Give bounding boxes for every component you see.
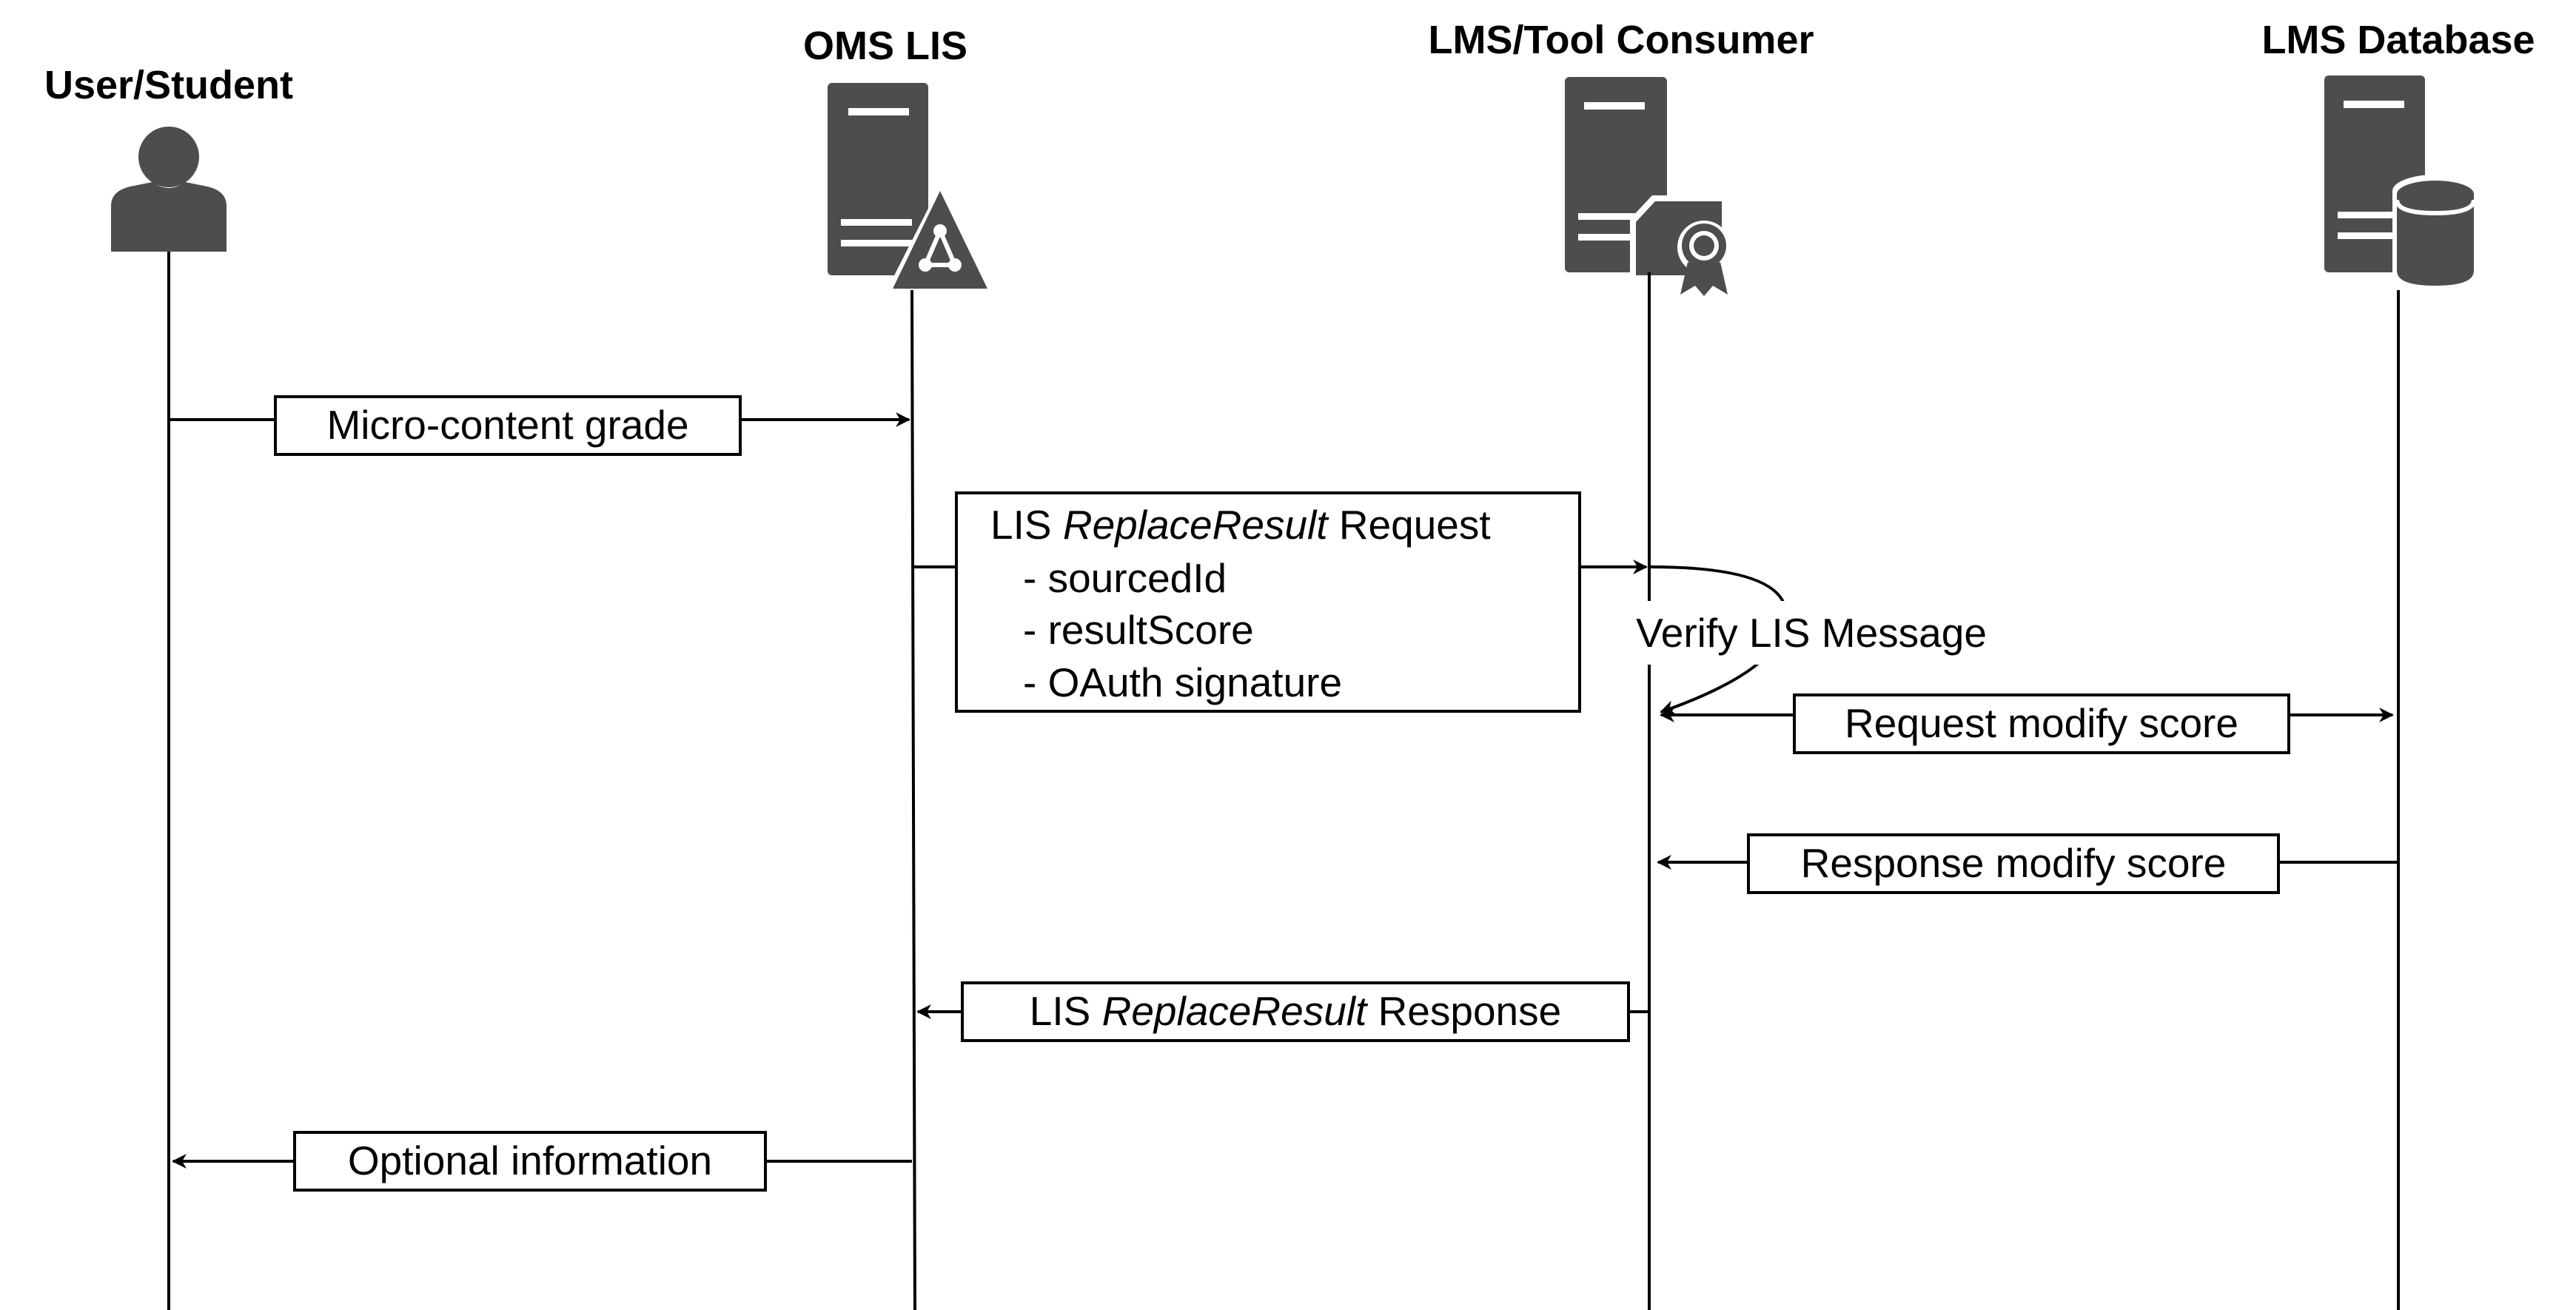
param-result-score: - resultScore <box>1023 607 1254 653</box>
label-bg-verify <box>1620 601 2003 665</box>
param-oauth-signature: - OAuth signature <box>1023 659 1342 705</box>
label-verify-lis-message: Verify LIS Message <box>1636 610 1987 656</box>
actor-title-lms: LMS/Tool Consumer <box>1429 18 1814 62</box>
label-response-suffix: Response <box>1366 988 1561 1034</box>
server-network-icon <box>828 83 993 290</box>
label-box-replace-result-response <box>961 981 1630 1042</box>
server-database-icon <box>2324 75 2478 290</box>
user-icon <box>111 127 227 252</box>
label-box-micro-content-grade <box>274 395 742 456</box>
label-replace-result-response: LIS ReplaceResult Response <box>1030 988 1562 1034</box>
label-response-modify-score: Response modify score <box>1801 840 2227 886</box>
label-request-suffix: Request <box>1328 502 1491 548</box>
label-replace-result-request: LIS ReplaceResult Request <box>990 502 1491 548</box>
server-certificate-icon <box>1565 77 1731 296</box>
actor-title-oms: OMS LIS <box>803 24 967 68</box>
label-request-prefix: LIS <box>990 502 1063 548</box>
lifeline-oms <box>910 289 916 1310</box>
label-micro-content-grade: Micro-content grade <box>326 402 688 448</box>
param-sourced-id: - sourcedId <box>1023 555 1227 601</box>
label-box-response-modify-score <box>1747 833 2280 894</box>
label-request-modify-score: Request modify score <box>1845 700 2238 746</box>
label-box-request-modify-score <box>1793 693 2290 754</box>
label-box-replace-result-request <box>955 491 1581 713</box>
label-response-prefix: LIS <box>1030 988 1102 1034</box>
label-response-italic: ReplaceResult <box>1102 988 1369 1034</box>
label-box-optional-information <box>293 1131 767 1192</box>
actor-title-db: LMS Database <box>2261 18 2535 62</box>
actor-title-user: User/Student <box>44 63 293 107</box>
label-request-italic: ReplaceResult <box>1063 502 1329 548</box>
label-optional-information: Optional information <box>348 1138 712 1183</box>
